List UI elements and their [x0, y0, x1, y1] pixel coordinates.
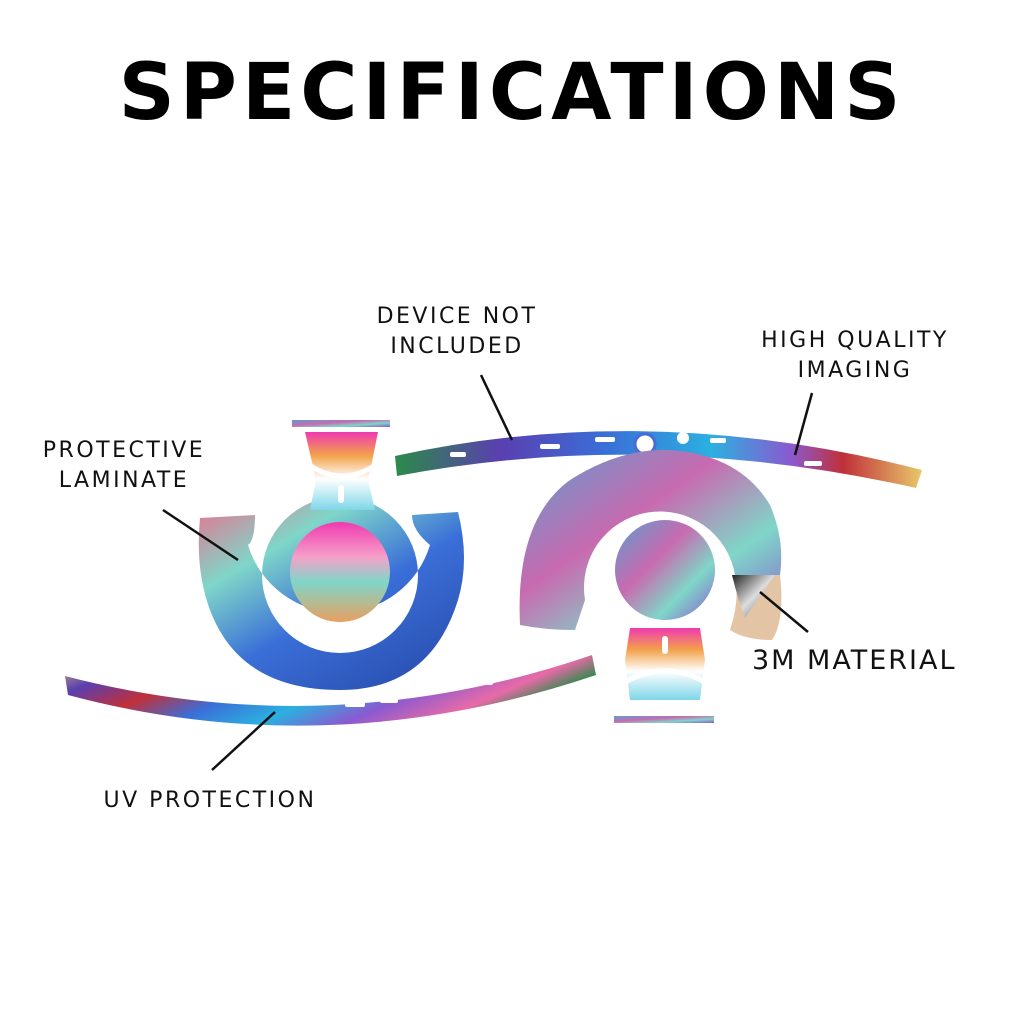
left-circle-piece — [290, 522, 390, 622]
right-arch-piece — [519, 449, 782, 630]
strip-slots — [450, 432, 822, 466]
top-strip — [395, 431, 922, 488]
label-uv-protection: UV PROTECTION — [103, 788, 317, 813]
bottom-strip — [65, 655, 596, 726]
label-line: LAMINATE — [58, 468, 190, 493]
metallic-corner — [732, 575, 775, 618]
right-bottom-bar — [614, 716, 714, 723]
left-top-bar — [292, 420, 390, 427]
label-3m-material: 3M MATERIAL — [752, 645, 957, 676]
left-connector-piece — [305, 432, 378, 510]
label-line: IMAGING — [797, 358, 913, 383]
label-line: HIGH QUALITY — [761, 328, 949, 353]
label-line: INCLUDED — [390, 334, 524, 359]
label-protective-laminate: PROTECTIVE LAMINATE — [24, 436, 224, 496]
right-connector-piece — [625, 628, 705, 700]
leader-lines — [162, 374, 814, 771]
label-device-not-included: DEVICE NOT INCLUDED — [352, 302, 562, 362]
label-high-quality-imaging: HIGH QUALITY IMAGING — [740, 326, 970, 386]
strip-slots — [120, 680, 493, 707]
label-line: DEVICE NOT — [376, 304, 538, 329]
page-title: SPECIFICATIONS — [118, 48, 906, 138]
label-line: PROTECTIVE — [42, 438, 206, 463]
right-circle-piece — [615, 520, 715, 620]
